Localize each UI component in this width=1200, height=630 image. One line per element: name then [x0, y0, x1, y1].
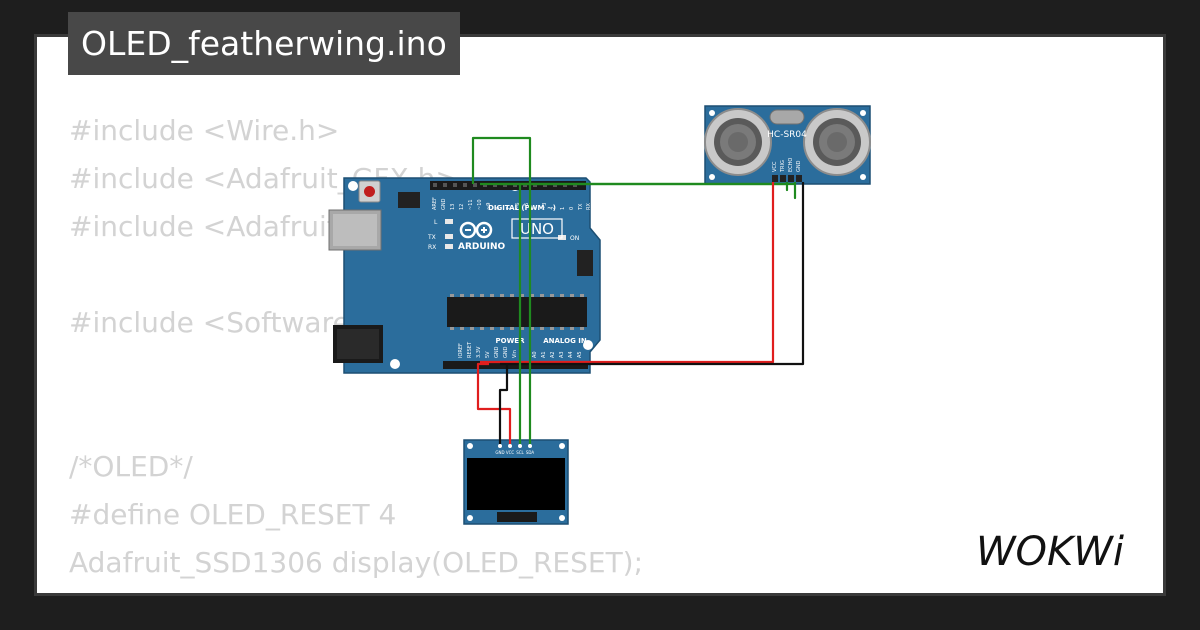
code-line: /*OLED*/	[69, 450, 193, 483]
oled-pin-label: SDA	[526, 450, 535, 455]
oled-display[interactable]: GND VCC SCL SDA	[463, 439, 569, 525]
digital-label: DIGITAL (PWM ~)	[488, 204, 556, 212]
led-rx-label: RX	[428, 244, 436, 251]
power-pin-label: GND	[503, 346, 509, 358]
arduino-brand: ARDUINO	[458, 242, 506, 252]
wire-echo[interactable]	[500, 182, 797, 200]
analog-pin-label: A3	[559, 351, 565, 358]
tx-pin-label: TX	[578, 203, 584, 211]
power-pin-label: RESET	[467, 341, 473, 358]
led-on-label: ON	[570, 235, 579, 242]
oled-pin-label: SCL	[516, 450, 524, 455]
analog-pin-label: A2	[550, 351, 556, 358]
wire-gnd-sensor[interactable]	[500, 182, 805, 366]
code-line: #define OLED_RESET 4	[69, 498, 397, 531]
arduino-model: UNO	[520, 220, 554, 238]
wire-gnd-oled[interactable]	[498, 364, 509, 444]
digital-pin-label: ~10	[477, 199, 483, 210]
power-pin-label: IOREF	[458, 343, 464, 358]
oled-pin-label: VCC	[506, 450, 515, 455]
project-title: OLED_featherwing.ino	[68, 12, 460, 75]
wire-vcc-oled[interactable]	[476, 362, 512, 444]
analog-pin-label: A5	[577, 351, 583, 358]
transducer-right	[803, 108, 871, 176]
arduino-uno-board[interactable]: AREF GND 13 12 ~11 ~10 ~9 8 7 ~6 ~5 4 ~3…	[328, 177, 601, 374]
wire-vcc-sensor[interactable]	[480, 182, 775, 364]
digital-pin-label: 4	[533, 207, 539, 210]
led-l-label: L	[434, 219, 438, 226]
digital-pin-label: ~6	[515, 203, 521, 210]
digital-pin-label: 12	[459, 204, 465, 210]
power-label: POWER	[496, 337, 526, 345]
digital-pin-label: 8	[495, 207, 501, 210]
led-tx-label: TX	[427, 234, 436, 241]
power-pin-label: 3.3V	[476, 346, 482, 358]
sensor-pin-label: TRIG	[780, 160, 786, 173]
code-line: Adafruit_SSD1306 display(OLED_RESET);	[69, 546, 644, 579]
rx-pin-label: RX	[586, 203, 592, 210]
arduino-logo-icon	[459, 221, 493, 239]
sensor-pin-label: VCC	[772, 161, 778, 172]
hc-sr04-sensor[interactable]: HC-SR04 VCC TRIG ECHO GND	[704, 105, 871, 185]
power-pin-label: 5V	[485, 351, 491, 358]
digital-pin-label: 7	[506, 207, 512, 210]
transducer-left	[704, 108, 772, 176]
digital-pin-label: ~11	[468, 199, 474, 210]
analog-label: ANALOG IN	[543, 337, 587, 345]
analog-pin-label: A4	[568, 351, 574, 358]
digital-pin-label: 13	[450, 204, 456, 210]
digital-pin-label: 1	[560, 207, 566, 210]
digital-pin-label: ~9	[486, 203, 492, 210]
code-line: #include <Wire.h>	[69, 114, 340, 147]
power-pin-label: GND	[494, 346, 500, 358]
digital-pin-label: ~3	[542, 203, 548, 210]
wokwi-logo[interactable]: WOKWi	[974, 526, 1152, 574]
wire-sda[interactable]	[471, 136, 532, 444]
preview-card: #include <Wire.h>#include <Adafruit_GFX.…	[34, 34, 1166, 596]
analog-pin-label: A0	[532, 351, 538, 358]
oled-pin-label: GND	[495, 450, 504, 455]
wokwi-logo-text: WOKWi	[976, 529, 1124, 574]
digital-pin-label: 0	[569, 207, 575, 210]
analog-pin-label: A1	[541, 351, 547, 358]
aref-label: AREF	[432, 197, 438, 210]
digital-pin-label: 2	[551, 207, 557, 210]
digital-pin-label: ~5	[524, 203, 530, 210]
sensor-pin-label: GND	[796, 160, 802, 172]
gnd-label: GND	[441, 198, 447, 210]
sensor-name: HC-SR04	[767, 130, 807, 140]
power-pin-label: Vin	[512, 350, 518, 358]
sensor-pin-label: ECHO	[788, 158, 794, 172]
